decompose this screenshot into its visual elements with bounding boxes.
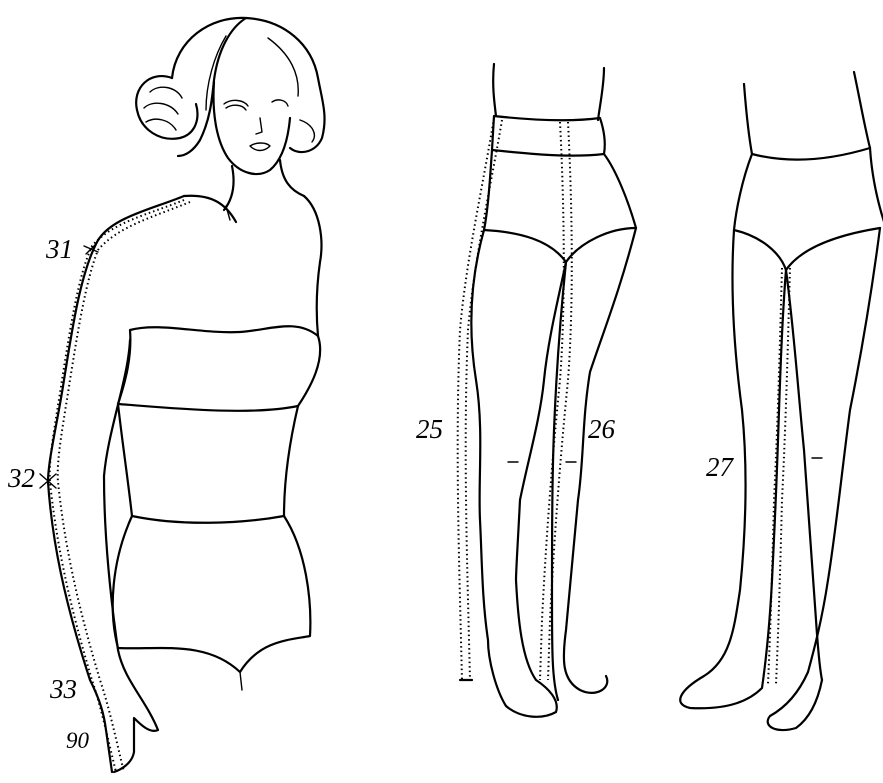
label-33: 33 bbox=[49, 674, 77, 704]
face bbox=[214, 82, 290, 174]
waistband-front bbox=[492, 116, 605, 156]
bust-band bbox=[118, 326, 320, 411]
torso bbox=[118, 404, 298, 516]
hair bbox=[172, 18, 325, 156]
briefs bbox=[113, 516, 311, 672]
briefs-back bbox=[734, 148, 883, 270]
legs-front-figure bbox=[458, 64, 636, 717]
label-31: 31 bbox=[45, 234, 73, 264]
legs-back-figure bbox=[680, 72, 883, 730]
label-90: 90 bbox=[66, 728, 90, 753]
label-32: 32 bbox=[7, 463, 35, 493]
label-27: 27 bbox=[706, 452, 735, 482]
label-26: 26 bbox=[588, 414, 616, 444]
label-25: 25 bbox=[416, 414, 443, 444]
upper-body-figure bbox=[40, 18, 325, 772]
